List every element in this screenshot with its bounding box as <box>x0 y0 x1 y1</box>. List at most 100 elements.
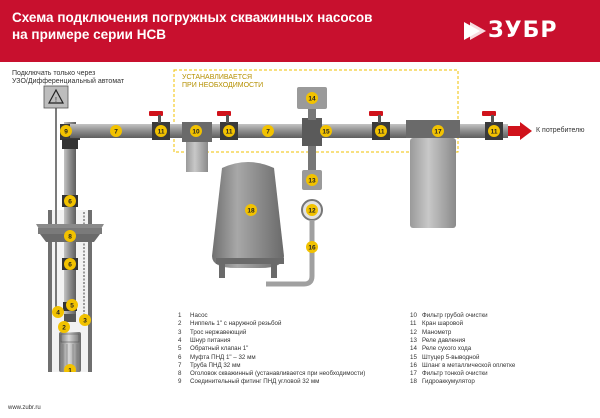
badge-3: 3 <box>79 314 91 326</box>
legend-number: 4 <box>178 336 182 344</box>
legend-text: Соединительный фитинг ПНД угловой 32 мм <box>190 378 320 386</box>
badge-15: 15 <box>320 125 332 137</box>
legend-number: 18 <box>410 378 417 386</box>
legend-number: 6 <box>178 353 182 361</box>
legend-number: 15 <box>410 353 417 361</box>
badge-13: 13 <box>306 174 318 186</box>
svg-text:8: 8 <box>68 233 72 240</box>
vertical-pipe <box>64 122 76 322</box>
consumer-label: К потребителю <box>536 127 585 134</box>
legend-number: 12 <box>410 328 417 336</box>
badge-11: 11 <box>488 125 500 137</box>
legend-text: Труба ПНД 32 мм <box>190 361 241 369</box>
legend-text: Трос нержавеющий <box>190 328 247 336</box>
svg-text:18: 18 <box>247 207 255 214</box>
uzo-note-line-1: Подключать только через <box>12 70 96 77</box>
brand-logo: ЗУБР <box>462 18 588 44</box>
title-line-1: Схема подключения погружных скважинных н… <box>12 10 373 25</box>
legend-item: 7 Труба ПНД 32 мм <box>178 362 240 370</box>
legend-text: Шнур питания <box>190 336 231 344</box>
svg-text:11: 11 <box>378 128 385 135</box>
legend-text: Штуцер 5-выводной <box>422 353 480 361</box>
electrical-breaker: ! <box>43 85 69 109</box>
horizontal-pipe <box>70 124 508 138</box>
svg-text:3: 3 <box>83 317 87 324</box>
legend-number: 13 <box>410 336 417 344</box>
svg-text:7: 7 <box>114 128 118 135</box>
braided-hose <box>266 220 315 287</box>
uzo-note-line-2: УЗО/Дифференциальный автомат <box>12 78 125 85</box>
diagram-canvas: ! <box>36 69 532 376</box>
legend-item: 18 Гидроаккумулятор <box>410 378 475 386</box>
svg-text:4: 4 <box>56 309 60 316</box>
badge-17: 17 <box>432 125 444 137</box>
badge-9: 9 <box>60 125 72 137</box>
svg-text:!: ! <box>55 97 57 104</box>
legend-number: 2 <box>178 320 182 328</box>
legend-number: 1 <box>178 312 182 319</box>
connection-diagram: ! <box>0 62 600 376</box>
svg-text:6: 6 <box>68 261 72 268</box>
legend-text: Насос <box>190 312 208 319</box>
legend-item: 6 Муфта ПНД 1" – 32 мм <box>178 354 256 362</box>
badge-5: 5 <box>66 299 78 311</box>
accumulator-tank <box>212 162 284 278</box>
legend-item: 15 Штуцер 5-выводной <box>410 354 479 362</box>
legend-item: 14 Реле сухого хода <box>410 345 471 353</box>
svg-text:11: 11 <box>158 128 165 135</box>
page-title: Схема подключения погружных скважинных н… <box>12 9 432 43</box>
badge-14: 14 <box>306 92 318 104</box>
flow-arrow-icon <box>508 122 532 140</box>
legend-text: Фильтр грубой очистки <box>422 312 488 319</box>
badge-11: 11 <box>375 125 387 137</box>
brand-wordmark: ЗУБР <box>488 18 558 43</box>
badge-10: 10 <box>190 125 202 137</box>
legend-number: 11 <box>410 320 417 328</box>
legend-item: 5 Обратный клапан 1" <box>178 345 248 353</box>
badge-7: 7 <box>110 125 122 137</box>
badge-8: 8 <box>64 230 76 242</box>
legend-item: 1 Насос <box>178 312 208 320</box>
svg-text:5: 5 <box>70 302 74 309</box>
badge-6: 6 <box>64 195 76 207</box>
svg-text:11: 11 <box>491 128 498 135</box>
svg-text:11: 11 <box>226 128 233 135</box>
legend-text: Реле сухого хода <box>422 345 472 353</box>
legend-text: Гидроаккумулятор <box>422 378 475 386</box>
legend-text: Кран шаровой <box>422 320 464 328</box>
svg-text:16: 16 <box>308 244 316 251</box>
legend-item: 11 Кран шаровой <box>410 320 463 328</box>
legend-text: Реле давления <box>422 336 466 344</box>
badge-12: 12 <box>306 204 318 216</box>
badge-11: 11 <box>223 125 235 137</box>
legend-number: 5 <box>178 345 182 353</box>
legend-number: 14 <box>410 345 417 353</box>
svg-text:13: 13 <box>308 177 316 184</box>
footer-url: www.zubr.ru <box>8 405 41 411</box>
legend-number: 17 <box>410 370 417 378</box>
svg-text:1: 1 <box>68 367 72 372</box>
legend-item: 4 Шнур питания <box>178 337 231 345</box>
optional-note-line-1: УСТАНАВЛИВАЕТСЯ <box>182 74 253 81</box>
svg-text:6: 6 <box>68 198 72 205</box>
svg-text:10: 10 <box>192 128 200 135</box>
brand-emblem-icon <box>464 22 486 40</box>
legend-text: Обратный клапан 1" <box>190 345 249 353</box>
legend-number: 7 <box>178 361 182 369</box>
legend-text: Муфта ПНД 1" – 32 мм <box>190 353 256 361</box>
legend-text: Шланг в металлической оплетке <box>422 361 516 369</box>
svg-text:9: 9 <box>64 128 68 135</box>
svg-text:2: 2 <box>62 324 66 331</box>
svg-text:7: 7 <box>266 128 270 135</box>
badge-16: 16 <box>306 241 318 253</box>
badge-2: 2 <box>58 321 70 333</box>
badge-4: 4 <box>52 306 64 318</box>
legend-text: Оголовок скважинный (устанавливается при… <box>190 370 366 378</box>
